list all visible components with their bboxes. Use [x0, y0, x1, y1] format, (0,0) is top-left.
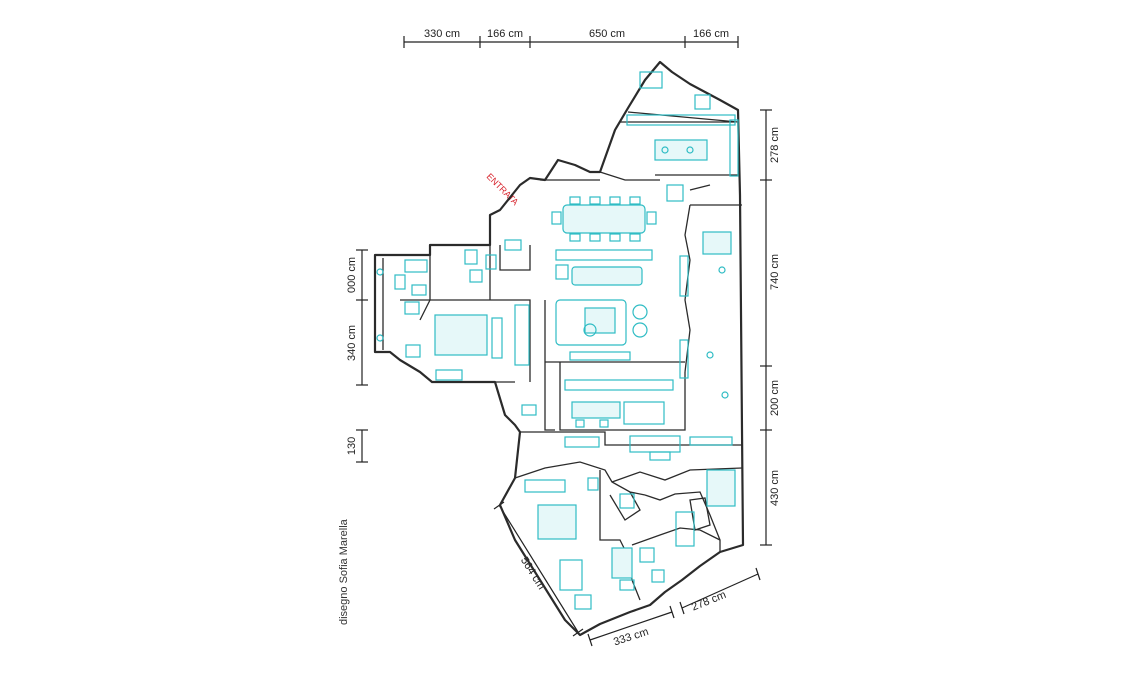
armchair: [405, 344, 421, 358]
wardrobe-lower-left: [524, 479, 566, 493]
utility-unit-small: [694, 94, 711, 110]
right-dimension-chain: 278 cm 740 cm 200 cm 430 cm: [760, 109, 781, 546]
tv-console: [569, 351, 631, 361]
apartment-walls: [373, 60, 745, 637]
study-sofa: [623, 401, 665, 425]
armchair-round: [632, 322, 648, 338]
dimension-label: 130: [346, 437, 358, 455]
entrance-label: ENTRATA: [485, 171, 521, 207]
bed-lower-left: [537, 504, 577, 540]
dimension-label: 650 cm: [589, 28, 625, 40]
kitchen-counter-side: [729, 119, 739, 177]
dining-table: [562, 204, 646, 234]
living-rug: [555, 299, 627, 346]
study-desk: [571, 401, 621, 419]
terrace-bench: [679, 339, 689, 379]
bench: [435, 369, 463, 381]
bathtub: [404, 259, 428, 273]
dimension-label: 166 cm: [693, 28, 729, 40]
terrace-table: [702, 231, 732, 255]
top-dimension-chain: 330 cm 166 cm 650 cm 166 cm: [403, 26, 739, 48]
bath-vanity: [675, 511, 695, 547]
armchair: [574, 594, 592, 610]
author-credit: disegno Sofia Marella: [338, 518, 350, 625]
wardrobe: [491, 317, 503, 359]
dimension-label: 278 cm: [769, 127, 781, 163]
dimension-label: 200 cm: [769, 380, 781, 416]
dimension-label: 740 cm: [769, 254, 781, 290]
coffee-table: [584, 307, 616, 334]
kitchen-island: [654, 139, 708, 161]
wardrobe-lower: [689, 436, 733, 446]
dimension-label: 340 cm: [346, 325, 358, 361]
utility-unit: [639, 71, 663, 89]
terrace-bench: [679, 255, 689, 297]
left-dimension-chain: 000 cm 340 cm 130: [346, 249, 368, 463]
dimension-label: 166 cm: [487, 28, 523, 40]
cabinet: [559, 559, 583, 591]
side-table: [555, 264, 569, 280]
sideboard: [555, 249, 653, 261]
armchair-round: [632, 304, 648, 320]
bookshelf: [564, 379, 674, 391]
sofa: [571, 266, 643, 286]
armchair: [666, 184, 684, 202]
furniture-layout: [376, 71, 739, 610]
dimension-label: 278 cm: [690, 589, 728, 614]
dimension-label: 330 cm: [424, 28, 460, 40]
dimension-label: 430 cm: [769, 470, 781, 506]
dimension-label: 000 cm: [346, 257, 358, 293]
armchair: [404, 301, 420, 315]
dimension-label: 333 cm: [612, 626, 650, 649]
desk: [629, 435, 681, 453]
bedroom-bed: [434, 314, 488, 356]
bed-lower-right: [706, 469, 736, 507]
dining-chairs: [551, 196, 657, 242]
desk-lower: [611, 547, 633, 579]
wardrobe-tall: [514, 304, 530, 366]
